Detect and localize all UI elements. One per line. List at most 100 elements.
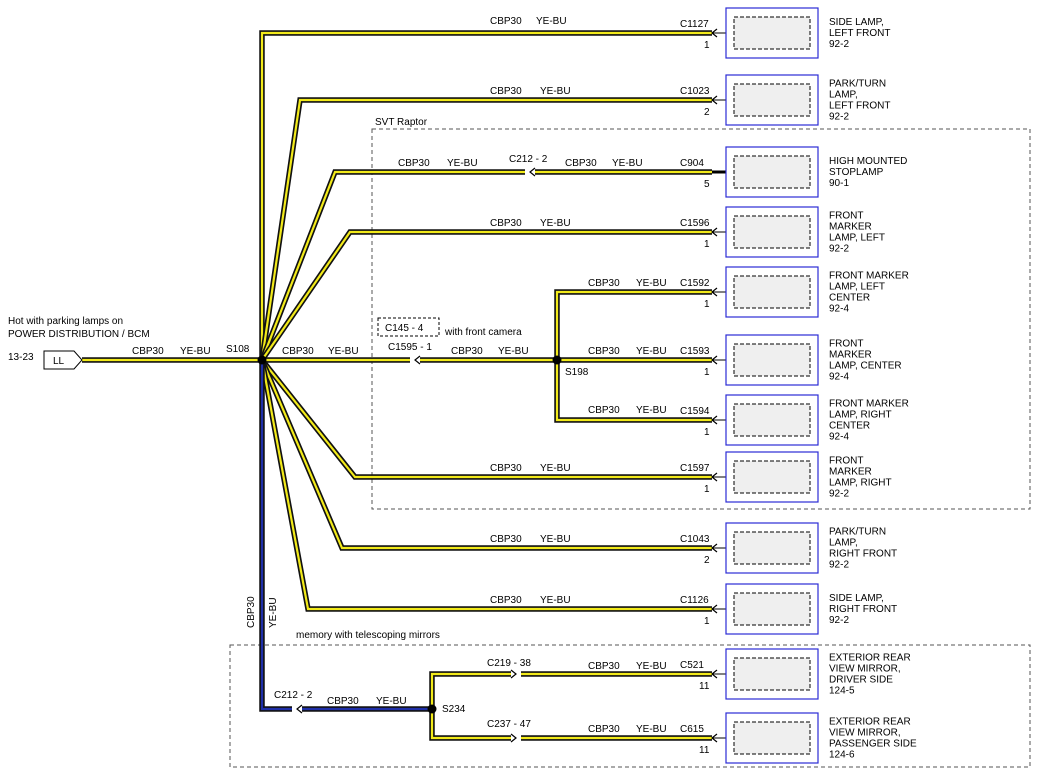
component-description: EXTERIOR REAR bbox=[829, 653, 911, 664]
splice-s234-label: S234 bbox=[442, 704, 466, 715]
component-description: 92-2 bbox=[829, 244, 849, 255]
inline-connector-c237-symbol bbox=[510, 733, 517, 743]
wire-c1127-stripe bbox=[260, 31, 712, 360]
wire-label-circuit: CBP30 bbox=[588, 661, 620, 672]
pin-number: 1 bbox=[704, 40, 710, 51]
component-description: VIEW MIRROR, bbox=[829, 664, 901, 675]
memory-mirrors-label: memory with telescoping mirrors bbox=[296, 630, 440, 641]
wire-c521-stripe bbox=[430, 672, 712, 709]
connector-label: C1023 bbox=[680, 86, 710, 97]
component-inner bbox=[733, 155, 811, 189]
component-description: 124-5 bbox=[829, 686, 855, 697]
component-description: LAMP, LEFT bbox=[829, 282, 885, 293]
wire-c1043-stripe bbox=[260, 359, 712, 550]
component-inner bbox=[733, 215, 811, 249]
wire-label-color: YE-BU bbox=[612, 158, 643, 169]
inline-connector-c145: C145 - 4 bbox=[385, 323, 424, 334]
component-description: FRONT bbox=[829, 456, 863, 467]
component-description: VIEW MIRROR, bbox=[829, 728, 901, 739]
pin-number: 11 bbox=[699, 681, 710, 692]
svt-raptor-label: SVT Raptor bbox=[375, 117, 428, 128]
component-description: MARKER bbox=[829, 350, 872, 361]
inline-connector-c219-symbol bbox=[510, 669, 517, 679]
wire-label-circuit: CBP30 bbox=[588, 346, 620, 357]
splice-s108-label: S108 bbox=[226, 344, 250, 355]
connector-label: C904 bbox=[680, 158, 704, 169]
memory-mirrors-region bbox=[229, 644, 1031, 768]
pin-number: 2 bbox=[704, 107, 710, 118]
connector-label: C1594 bbox=[680, 406, 710, 417]
pin-number: 1 bbox=[704, 299, 710, 310]
wire-trunk-memory-stripe bbox=[260, 360, 432, 711]
inline-connector-c212-top: C212 - 2 bbox=[509, 154, 548, 165]
component-inner bbox=[733, 531, 811, 565]
wire-label-color: YE-BU bbox=[328, 346, 359, 357]
component-description: RIGHT FRONT bbox=[829, 604, 897, 615]
inline-connector-c1595-symbol bbox=[414, 355, 421, 365]
wire-c521 bbox=[429, 671, 712, 709]
wire-labels: CBP30 YE-BU CBP30 YE-BU CBP30 YE-BU C212… bbox=[274, 16, 667, 735]
component-description: DRIVER SIDE bbox=[829, 675, 893, 686]
pin-number: 11 bbox=[699, 745, 710, 756]
wire-harness bbox=[82, 30, 712, 743]
component-description: SIDE LAMP, bbox=[829, 593, 884, 604]
component-description: SIDE LAMP, bbox=[829, 17, 884, 28]
wire-label-circuit: CBP30 bbox=[588, 405, 620, 416]
component-description: HIGH MOUNTED bbox=[829, 156, 907, 167]
wire-label-color: YE-BU bbox=[540, 463, 571, 474]
component-description: 90-1 bbox=[829, 178, 849, 189]
component-description: PARK/TURN bbox=[829, 527, 886, 538]
component-description: 92-2 bbox=[829, 489, 849, 500]
component-inner bbox=[733, 721, 811, 755]
component-inner bbox=[733, 403, 811, 437]
source-page-ref: 13-23 bbox=[8, 352, 34, 363]
wire-label-color: YE-BU bbox=[540, 86, 571, 97]
source-note-line2: POWER DISTRIBUTION / BCM bbox=[8, 329, 150, 340]
pin-number: 1 bbox=[704, 616, 710, 627]
component-description: FRONT MARKER bbox=[829, 399, 909, 410]
component-description: 124-6 bbox=[829, 750, 855, 761]
source-connector-label: LL bbox=[53, 356, 65, 367]
splice-s198-label: S198 bbox=[565, 367, 589, 378]
component-inner bbox=[733, 16, 811, 50]
component-description: CENTER bbox=[829, 293, 870, 304]
component-description: EXTERIOR REAR bbox=[829, 717, 911, 728]
component-description: 92-2 bbox=[829, 112, 849, 123]
connector-label: C615 bbox=[680, 724, 704, 735]
component-description: 92-2 bbox=[829, 560, 849, 571]
wire-c1127 bbox=[259, 30, 712, 360]
wire-c1594-stripe bbox=[555, 360, 712, 422]
component-description: RIGHT FRONT bbox=[829, 549, 897, 560]
component-inner bbox=[733, 592, 811, 626]
source-color-label: YE-BU bbox=[180, 346, 211, 357]
wire-c1126 bbox=[259, 359, 712, 612]
inline-connector-c212-top-symbol bbox=[529, 167, 536, 177]
component-inner bbox=[733, 460, 811, 494]
component-description: LAMP, LEFT bbox=[829, 233, 885, 244]
wire-label-circuit: CBP30 bbox=[588, 278, 620, 289]
component-description: LAMP, RIGHT bbox=[829, 410, 892, 421]
wire-label-circuit: CBP30 bbox=[588, 724, 620, 735]
component-description: LEFT FRONT bbox=[829, 28, 890, 39]
component-description: LAMP, RIGHT bbox=[829, 478, 892, 489]
wire-c615-stripe bbox=[430, 709, 712, 740]
wire-label-color: YE-BU bbox=[498, 346, 529, 357]
wire-label-circuit: CBP30 bbox=[398, 158, 430, 169]
connector-label: C1126 bbox=[680, 595, 709, 606]
component-description: PASSENGER SIDE bbox=[829, 739, 917, 750]
wire-label-circuit: CBP30 bbox=[490, 595, 522, 606]
component-description: PARK/TURN bbox=[829, 79, 886, 90]
wire-label-color: YE-BU bbox=[536, 16, 567, 27]
wire-label-color: YE-BU bbox=[376, 696, 407, 707]
wire-label-circuit: CBP30 bbox=[490, 16, 522, 27]
wire-label-color: YE-BU bbox=[540, 534, 571, 545]
component-inner bbox=[733, 343, 811, 377]
